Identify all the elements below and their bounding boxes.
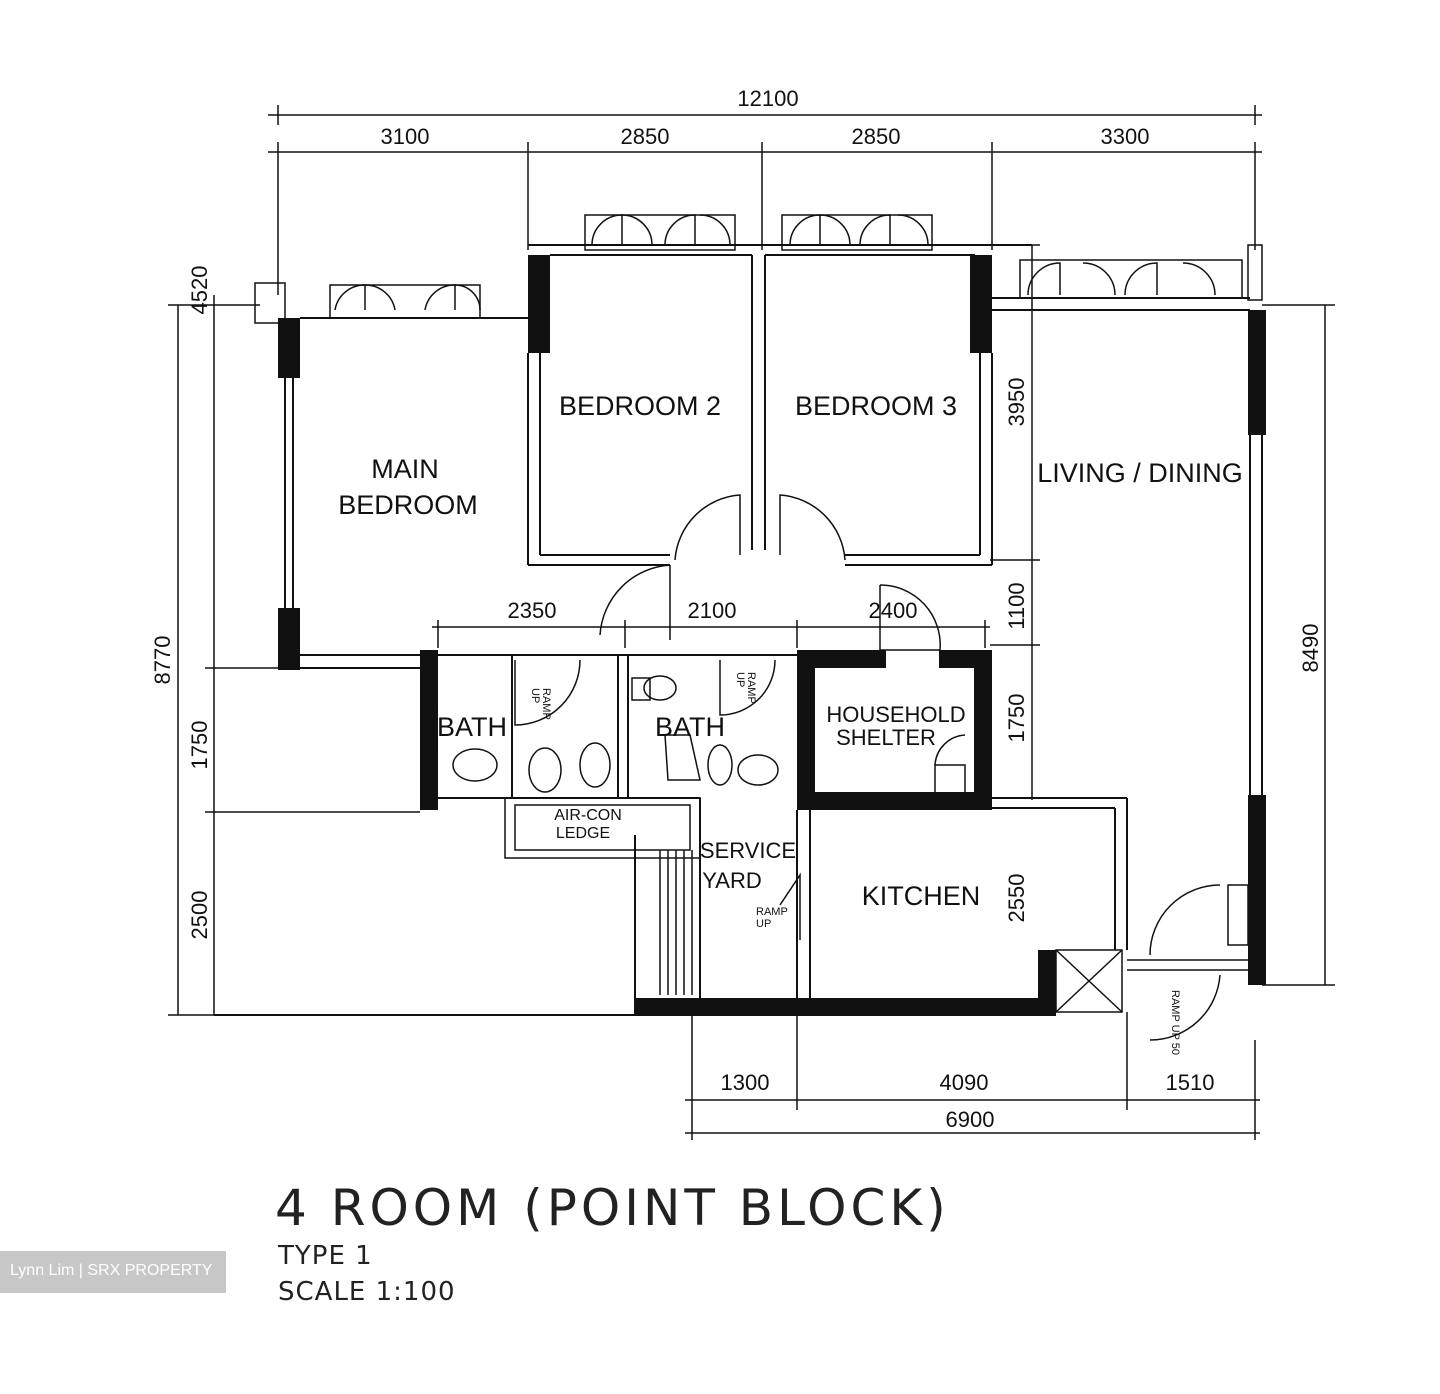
label-bedroom-3: BEDROOM 3 — [795, 391, 957, 421]
dim-mid-2400: 2400 — [869, 598, 918, 623]
dim-bottom-3: 1510 — [1166, 1070, 1215, 1095]
windows — [329, 214, 1243, 319]
label-bedroom-2: BEDROOM 2 — [559, 391, 721, 421]
dim-top-4: 3300 — [1101, 124, 1150, 149]
dim-top-2: 2850 — [621, 124, 670, 149]
dim-left-total: 8770 — [150, 636, 175, 685]
dim-inner-1100: 1100 — [1004, 582, 1029, 629]
label-main-bedroom-2: BEDROOM — [338, 490, 478, 520]
dim-bottom-total: 6900 — [946, 1107, 995, 1132]
mid-dimensions: 2350 2100 2400 — [432, 598, 990, 648]
label-ramp-bath-1: RAMP — [540, 688, 552, 720]
label-kitchen: KITCHEN — [862, 881, 981, 911]
label-living-dining: LIVING / DINING — [1037, 458, 1243, 488]
label-ramp-bath-2-up: UP — [734, 672, 746, 687]
dim-left-3: 2500 — [187, 891, 212, 940]
dim-top-3: 2850 — [852, 124, 901, 149]
dim-inner-1750: 1750 — [1004, 694, 1029, 743]
title-block: 4 ROOM (POINT BLOCK) TYPE 1 SCALE 1:100 — [275, 1179, 950, 1307]
dim-top-total: 12100 — [737, 86, 798, 111]
label-aircon-2: LEDGE — [556, 825, 610, 842]
label-bath-1: BATH — [437, 712, 507, 742]
label-ramp-entrance: RAMP UP 50 — [1169, 990, 1181, 1055]
dim-mid-2350: 2350 — [508, 598, 557, 623]
label-ramp-bath-2: RAMP — [745, 672, 757, 704]
dim-left-1-visible: 4520 — [187, 266, 212, 315]
dim-bottom-2: 4090 — [940, 1070, 989, 1095]
label-service-2: YARD — [702, 868, 762, 893]
doors — [514, 494, 1221, 1041]
room-labels: MAIN BEDROOM BEDROOM 2 BEDROOM 3 LIVING … — [338, 391, 1243, 1055]
plan-scale: SCALE 1:100 — [278, 1277, 456, 1307]
dim-inner-2550: 2550 — [1004, 874, 1029, 923]
plan-type: TYPE 1 — [277, 1241, 373, 1271]
watermark-background — [0, 1251, 226, 1293]
label-service-1: SERVICE — [700, 838, 796, 863]
top-dimensions: 12100 3100 2850 2850 3300 — [268, 86, 1262, 295]
dim-bottom-1: 1300 — [721, 1070, 770, 1095]
fixtures — [424, 675, 779, 793]
left-dimensions: 8770 4520 4520 1750 2500 — [150, 266, 640, 1016]
right-dimensions: 8490 — [1262, 304, 1335, 986]
dim-mid-2100: 2100 — [688, 598, 737, 623]
watermark-text: Lynn Lim | SRX PROPERTY — [10, 1262, 213, 1279]
walls — [214, 244, 1266, 1016]
inner-dimensions: 3950 1100 1750 2550 — [990, 244, 1040, 923]
dim-right-total: 8490 — [1298, 624, 1323, 673]
dim-top-1: 3100 — [381, 124, 430, 149]
label-ramp-service-up: UP — [756, 918, 771, 930]
label-household-1: HOUSEHOLD — [826, 702, 965, 727]
label-ramp-bath-1-up: UP — [529, 688, 541, 703]
dim-left-2: 1750 — [187, 721, 212, 770]
label-bath-2: BATH — [655, 712, 725, 742]
label-household-2: SHELTER — [836, 725, 936, 750]
bottom-dimensions: 1300 4090 1510 6900 — [685, 1012, 1260, 1140]
label-main-bedroom-1: MAIN — [371, 454, 439, 484]
label-ramp-service: RAMP — [756, 906, 788, 918]
dim-inner-3950: 3950 — [1004, 378, 1029, 427]
label-aircon-1: AIR-CON — [554, 807, 622, 824]
plan-title: 4 ROOM (POINT BLOCK) — [275, 1179, 950, 1237]
